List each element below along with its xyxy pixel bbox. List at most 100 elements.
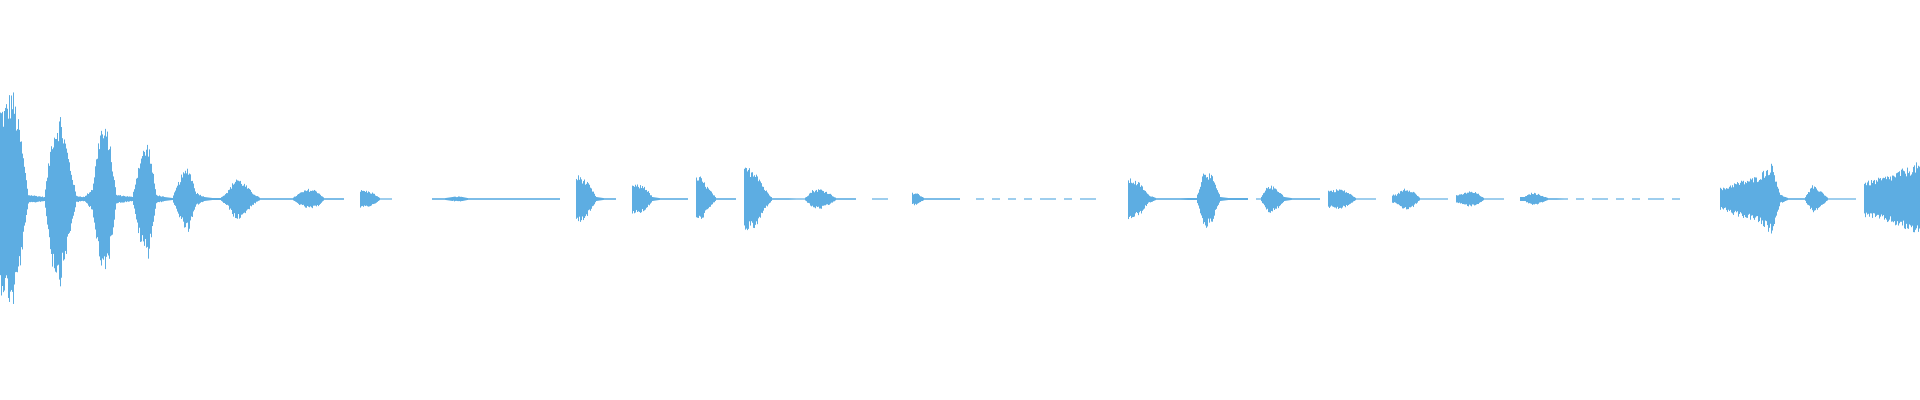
waveform-column bbox=[1905, 173, 1906, 230]
waveform-column bbox=[1482, 197, 1483, 201]
waveform-column bbox=[1412, 192, 1413, 206]
waveform-column bbox=[1598, 198, 1599, 200]
waveform-column bbox=[36, 195, 37, 203]
waveform-column bbox=[92, 190, 93, 210]
waveform-column bbox=[1207, 176, 1208, 227]
waveform-column bbox=[1466, 193, 1467, 205]
waveform-column bbox=[1397, 194, 1398, 205]
waveform-column bbox=[997, 198, 998, 200]
waveform-column bbox=[184, 173, 185, 228]
waveform-column bbox=[1753, 182, 1754, 219]
waveform-column bbox=[1760, 179, 1761, 218]
waveform-column bbox=[476, 198, 477, 200]
waveform-column bbox=[444, 198, 445, 200]
waveform-column bbox=[128, 196, 129, 202]
waveform-column bbox=[1731, 187, 1732, 213]
waveform-column bbox=[765, 191, 766, 208]
waveform-column bbox=[1212, 176, 1213, 222]
waveform-column bbox=[551, 198, 552, 200]
waveform-column bbox=[86, 195, 87, 203]
waveform-column bbox=[1145, 190, 1146, 206]
waveform-column bbox=[164, 197, 165, 201]
waveform-column bbox=[1094, 198, 1095, 200]
waveform-column bbox=[1161, 198, 1162, 200]
waveform-column bbox=[1352, 195, 1353, 203]
waveform-column bbox=[155, 189, 156, 209]
waveform-column bbox=[670, 198, 671, 200]
waveform-column bbox=[247, 188, 248, 210]
waveform-column bbox=[646, 189, 647, 208]
waveform-column bbox=[1204, 174, 1205, 223]
waveform-column bbox=[386, 198, 387, 200]
waveform-column bbox=[550, 198, 551, 200]
waveform-column bbox=[148, 156, 149, 259]
waveform-column bbox=[1447, 198, 1448, 200]
waveform-column bbox=[632, 185, 633, 214]
waveform-column bbox=[1820, 191, 1821, 207]
waveform-column bbox=[1256, 198, 1257, 200]
waveform-column bbox=[1129, 183, 1130, 217]
waveform-column bbox=[1474, 193, 1475, 206]
waveform-column bbox=[1289, 197, 1290, 201]
waveform-column bbox=[527, 198, 528, 200]
waveform-column bbox=[855, 198, 856, 200]
waveform-column bbox=[1823, 193, 1824, 204]
waveform-column bbox=[1428, 198, 1429, 200]
waveform-column bbox=[677, 198, 678, 200]
waveform-column bbox=[1888, 176, 1889, 222]
waveform-column bbox=[540, 198, 541, 200]
waveform-column bbox=[935, 198, 936, 200]
waveform-column bbox=[1783, 196, 1784, 203]
waveform-column bbox=[1150, 196, 1151, 203]
waveform-column bbox=[1169, 198, 1170, 200]
waveform-column bbox=[380, 198, 381, 200]
waveform-column bbox=[1365, 198, 1366, 200]
waveform-column bbox=[1367, 198, 1368, 200]
waveform-column bbox=[37, 196, 38, 202]
waveform-column bbox=[1633, 198, 1634, 200]
waveform-column bbox=[1839, 198, 1840, 200]
waveform-column bbox=[488, 198, 489, 200]
waveform-column bbox=[81, 197, 82, 202]
waveform-column bbox=[1772, 165, 1773, 231]
waveform-column bbox=[1846, 198, 1847, 200]
waveform-column bbox=[1349, 194, 1350, 205]
waveform-column bbox=[593, 191, 594, 206]
waveform-column bbox=[149, 149, 150, 249]
waveform-column bbox=[272, 198, 273, 200]
waveform-column bbox=[1328, 190, 1329, 207]
waveform-column bbox=[1392, 195, 1393, 203]
waveform-column bbox=[196, 193, 197, 205]
waveform-column bbox=[748, 169, 749, 229]
waveform-column bbox=[209, 197, 210, 201]
waveform-column bbox=[290, 198, 291, 200]
waveform-column bbox=[442, 198, 443, 200]
waveform-column bbox=[999, 198, 1000, 200]
waveform-column bbox=[1269, 188, 1270, 213]
waveform-column bbox=[696, 177, 697, 218]
waveform-column bbox=[55, 139, 56, 272]
waveform-column bbox=[1593, 198, 1594, 200]
waveform-column bbox=[1462, 194, 1463, 205]
waveform-column bbox=[844, 198, 845, 200]
waveform-column bbox=[1876, 180, 1877, 216]
waveform-column bbox=[305, 190, 306, 208]
waveform-column bbox=[1738, 183, 1739, 217]
waveform-column bbox=[274, 198, 275, 200]
waveform-column bbox=[432, 198, 433, 200]
waveform-column bbox=[950, 198, 951, 200]
waveform-column bbox=[293, 197, 294, 201]
waveform-column bbox=[1769, 174, 1770, 228]
waveform-column bbox=[657, 197, 658, 201]
waveform-column bbox=[556, 198, 557, 200]
waveform-column bbox=[642, 186, 643, 210]
waveform-column bbox=[1165, 198, 1166, 200]
waveform-column bbox=[453, 196, 454, 201]
waveform-column bbox=[1576, 198, 1577, 200]
waveform-column bbox=[61, 126, 62, 278]
waveform-column bbox=[1872, 182, 1873, 218]
waveform-column bbox=[912, 192, 913, 205]
waveform-column bbox=[210, 197, 211, 201]
waveform-column bbox=[329, 198, 330, 200]
waveform-column bbox=[822, 190, 823, 206]
